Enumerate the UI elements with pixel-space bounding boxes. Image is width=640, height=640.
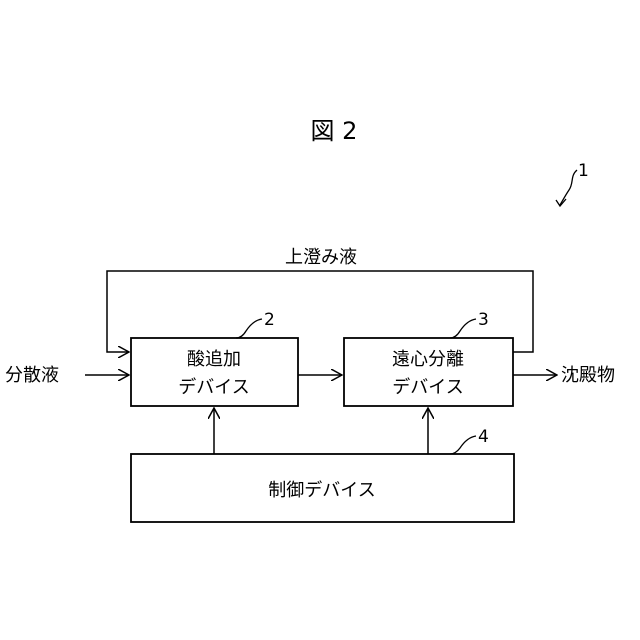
acid-device-label-line2: デバイス [178, 377, 249, 398]
input-label: 分散液 [5, 365, 59, 386]
acid-device-ref: 2 [264, 310, 275, 330]
centrifuge-label-line1: 遠心分離 [392, 349, 464, 370]
control-device-ref-leader [450, 436, 476, 454]
system-ref-leader [560, 170, 577, 205]
control-device-ref: 4 [478, 427, 489, 447]
figure-title: 図 2 [311, 117, 358, 145]
centrifuge-label-line2: デバイス [392, 377, 463, 398]
centrifuge-ref: 3 [478, 310, 489, 330]
supernatant-label: 上澄み液 [285, 247, 357, 268]
centrifuge-ref-leader [450, 319, 476, 338]
acid-device-label-line1: 酸追加 [187, 349, 241, 370]
system-ref-label: 1 [578, 161, 589, 181]
control-device-label: 制御デバイス [268, 480, 375, 501]
output-label: 沈殿物 [561, 365, 615, 386]
acid-device-ref-leader [236, 319, 262, 338]
